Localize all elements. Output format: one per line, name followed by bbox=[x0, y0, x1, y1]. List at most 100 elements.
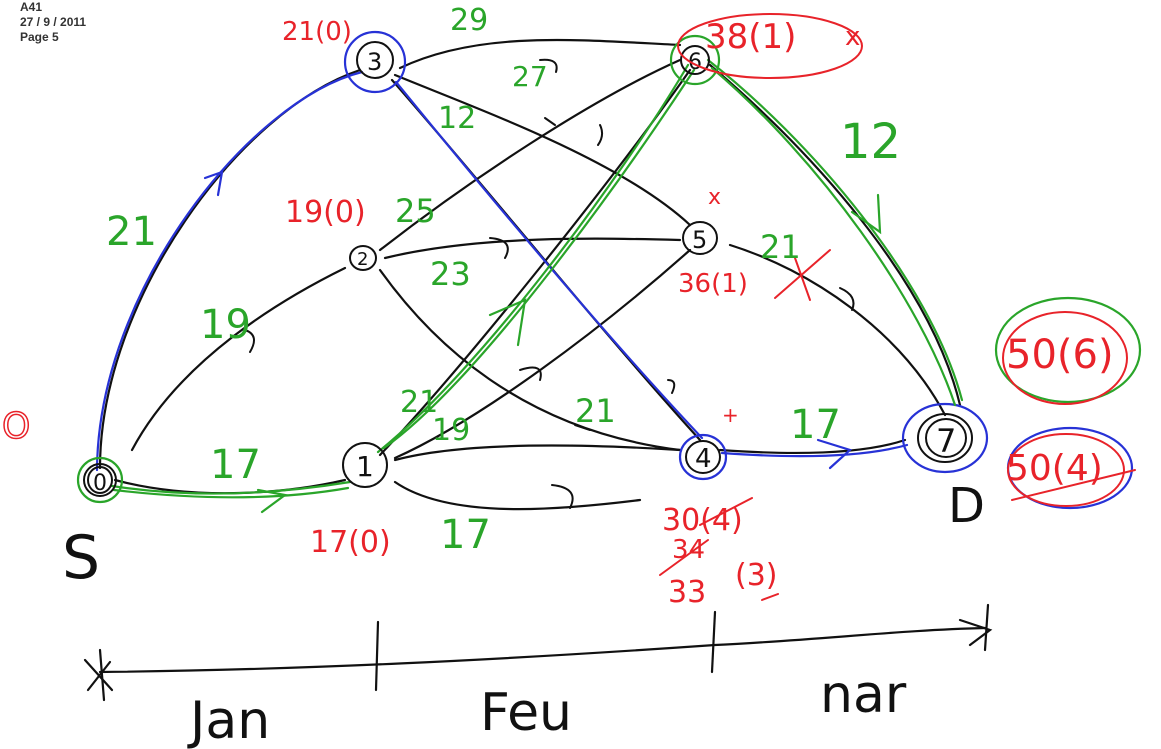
node-5-label: 5 bbox=[692, 226, 707, 254]
edge-5-7 bbox=[728, 243, 947, 417]
blue-arrow bbox=[816, 438, 853, 470]
timeline-axis bbox=[98, 626, 987, 674]
blue-edge-3-4 bbox=[394, 80, 704, 440]
node-6-circle bbox=[680, 45, 710, 75]
weight-5-7: 21 bbox=[760, 228, 801, 266]
green-arrow bbox=[488, 298, 527, 347]
weight-1-6: 21 bbox=[400, 385, 438, 420]
zero-mark: O bbox=[2, 406, 30, 447]
red-underline-3 bbox=[761, 593, 779, 601]
edge-3-5 bbox=[393, 73, 692, 227]
node-5: 5 bbox=[682, 221, 718, 255]
weight-3-6: 29 bbox=[450, 3, 488, 38]
green-edge-1-6 bbox=[376, 63, 690, 454]
timeline-tick-end bbox=[983, 603, 990, 652]
arrow-mark bbox=[244, 329, 255, 353]
node-7-circle-inner bbox=[925, 418, 967, 458]
blue-ring-node-3 bbox=[343, 30, 407, 94]
timeline-tick-start-x bbox=[83, 658, 114, 692]
value-node-4-c: 33 bbox=[668, 575, 706, 610]
weight-0-3: 21 bbox=[106, 209, 157, 255]
arrow-mark bbox=[544, 117, 556, 126]
month-mar: nar bbox=[820, 665, 907, 725]
red-strokes bbox=[659, 13, 1136, 601]
edge-2-4 bbox=[378, 268, 682, 452]
edge-0-2 bbox=[130, 266, 347, 452]
node-1-label: 1 bbox=[356, 450, 374, 483]
strike-50-4 bbox=[1011, 469, 1136, 501]
strike-edge-5-7 bbox=[774, 249, 831, 299]
edge-0-3 bbox=[98, 68, 362, 470]
edge-arrow-marks bbox=[244, 58, 855, 509]
red-ring-50-4 bbox=[1007, 433, 1125, 507]
arrow-mark bbox=[489, 237, 509, 259]
green-edge-0-1b bbox=[112, 486, 350, 499]
node-0-label: 0 bbox=[93, 471, 107, 496]
timeline-tick-feb-mar bbox=[710, 610, 717, 674]
black-labels: S D bbox=[62, 478, 985, 593]
green-ring-node-6 bbox=[669, 34, 721, 86]
node-2-circle bbox=[349, 245, 377, 271]
arrow-mark bbox=[539, 58, 558, 73]
edge-3-6 bbox=[398, 38, 682, 70]
value-node-6: 38(1) bbox=[705, 17, 796, 57]
node-6: 6 bbox=[680, 45, 710, 75]
value-node-1: 17(0) bbox=[310, 525, 391, 560]
weight-3-4: 12 bbox=[438, 101, 476, 136]
cross-edge-5-7 bbox=[794, 257, 811, 301]
weight-2-5: 23 bbox=[430, 255, 471, 293]
weight-1-5: 19 bbox=[432, 413, 470, 448]
arrow-mark bbox=[574, 424, 591, 431]
weight-2-4: 21 bbox=[575, 392, 616, 430]
edge-1-5 bbox=[393, 248, 692, 460]
arrow-mark bbox=[551, 484, 574, 509]
green-path bbox=[76, 34, 1142, 514]
edge-2-5 bbox=[383, 237, 682, 260]
timeline-arrow-end bbox=[958, 618, 993, 647]
blue-arrow bbox=[203, 170, 224, 197]
page-header: A41 27 / 9 / 2011 Page 5 bbox=[20, 0, 86, 45]
node-7: 7 bbox=[917, 413, 973, 463]
timeline-tick-start bbox=[98, 648, 106, 702]
edge-2-6 bbox=[378, 58, 682, 252]
weight-6-7: 12 bbox=[840, 114, 901, 170]
source-label: S bbox=[62, 523, 100, 593]
value-node-4-b: 34 bbox=[672, 535, 705, 565]
arrow-mark bbox=[667, 379, 676, 394]
value-node-7-b: 50(4) bbox=[1006, 448, 1103, 489]
weight-4-7: 17 bbox=[790, 402, 841, 448]
green-ring-node-0 bbox=[76, 456, 124, 504]
edge-1-7-lower bbox=[393, 480, 642, 511]
node-6-label: 6 bbox=[688, 50, 702, 75]
green-arrow bbox=[850, 193, 882, 235]
edge-6-7 bbox=[708, 63, 962, 407]
weight-2-6: 25 bbox=[395, 192, 436, 230]
blue-ring-node-7 bbox=[901, 402, 989, 474]
value-node-5: 36(1) bbox=[678, 269, 748, 299]
blue-path bbox=[95, 30, 1134, 510]
weight-0-1: 17 bbox=[210, 442, 261, 488]
node-1: 1 bbox=[342, 442, 388, 488]
node-0-circle-inner bbox=[87, 466, 113, 494]
arrow-mark bbox=[597, 124, 604, 146]
green-weights: 21 19 17 29 27 12 25 23 21 19 21 17 12 2… bbox=[106, 3, 901, 558]
month-feb: Feu bbox=[480, 683, 572, 743]
node-7-label: 7 bbox=[936, 422, 956, 460]
edge-1-4 bbox=[393, 444, 682, 462]
weight-0-2: 19 bbox=[200, 302, 251, 348]
node-0-circle bbox=[83, 463, 117, 497]
value-node-7-a: 50(6) bbox=[1006, 332, 1114, 378]
month-jan: Jan bbox=[187, 691, 270, 749]
value-node-2: 19(0) bbox=[285, 195, 366, 230]
arrow-mark bbox=[839, 287, 855, 311]
green-ring-50-6 bbox=[994, 296, 1142, 404]
header-page: Page 5 bbox=[20, 30, 59, 44]
value-node-5-mark: x bbox=[708, 185, 721, 210]
node-7-circle bbox=[917, 413, 973, 463]
header-date: 27 / 9 / 2011 bbox=[20, 15, 87, 29]
node-1-circle bbox=[342, 442, 388, 488]
edge-4-7 bbox=[718, 438, 907, 455]
timeline bbox=[83, 603, 993, 702]
green-arrow bbox=[256, 488, 288, 514]
